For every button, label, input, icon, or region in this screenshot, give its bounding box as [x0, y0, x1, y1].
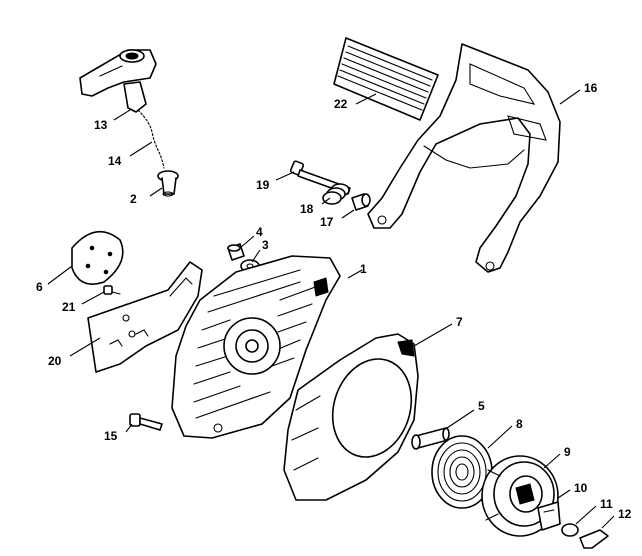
callout-22: 22: [334, 97, 348, 111]
callout-18: 18: [300, 202, 314, 216]
callout-13: 13: [94, 118, 108, 132]
leader-21: [81, 291, 105, 305]
decal-strip: [333, 37, 439, 121]
leader-1: [347, 269, 363, 279]
leader-19: [275, 171, 295, 181]
callout-21: 21: [62, 300, 76, 314]
leader-14: [129, 141, 153, 157]
callout-17: 17: [320, 215, 334, 229]
leader-13: [113, 109, 131, 121]
leader-22: [355, 93, 377, 105]
rope-guide-bush: [157, 170, 179, 197]
starter-grip: [79, 49, 157, 113]
rewind-spring: [431, 435, 493, 509]
callout-15: 15: [104, 429, 118, 443]
leader-4: [239, 235, 255, 249]
leader-6: [47, 265, 73, 285]
leader-17: [341, 209, 355, 219]
hand-guard: [367, 43, 561, 273]
round-plate: [71, 230, 124, 285]
leader-8: [487, 425, 513, 449]
callout-11: 11: [600, 497, 613, 511]
callout-1: 1: [360, 262, 367, 276]
callout-4: 4: [256, 225, 263, 239]
callout-14: 14: [108, 154, 122, 168]
leader-20: [69, 337, 101, 357]
leader-lines: [47, 89, 615, 529]
starter-rope: [137, 109, 165, 169]
leader-18: [321, 197, 331, 205]
housing-screw: [129, 413, 163, 431]
leader-3: [251, 249, 261, 263]
callout-12: 12: [618, 507, 632, 521]
callout-8: 8: [516, 417, 523, 431]
sleeve: [351, 193, 371, 211]
spring-clip: [561, 523, 579, 537]
starter-housing: [171, 255, 341, 439]
screw-tiny: [103, 285, 121, 295]
leader-12: [601, 515, 615, 529]
callout-20: 20: [48, 354, 62, 368]
spring: [322, 183, 350, 205]
callouts: 1 2 3 4 5 6 7 8 9 10 11 12 13 14 15 16 1…: [36, 81, 632, 521]
leader-9: [543, 453, 561, 469]
fan-housing: [283, 333, 419, 501]
leader-2: [149, 187, 163, 197]
leader-16: [559, 89, 581, 105]
callout-10: 10: [574, 481, 588, 495]
leader-7: [413, 323, 453, 347]
callout-9: 9: [564, 445, 571, 459]
callout-5: 5: [478, 399, 485, 413]
pawl: [537, 501, 561, 531]
leader-10: [557, 489, 571, 499]
callout-2: 2: [130, 192, 137, 206]
retainer: [579, 529, 609, 549]
callout-7: 7: [456, 315, 463, 329]
callout-6: 6: [36, 280, 43, 294]
leader-11: [575, 505, 597, 525]
callout-16: 16: [584, 81, 598, 95]
callout-3: 3: [262, 238, 269, 252]
cover-plate: [87, 261, 203, 373]
leader-15: [125, 423, 133, 433]
leader-5: [443, 409, 475, 431]
callout-19: 19: [256, 178, 270, 192]
